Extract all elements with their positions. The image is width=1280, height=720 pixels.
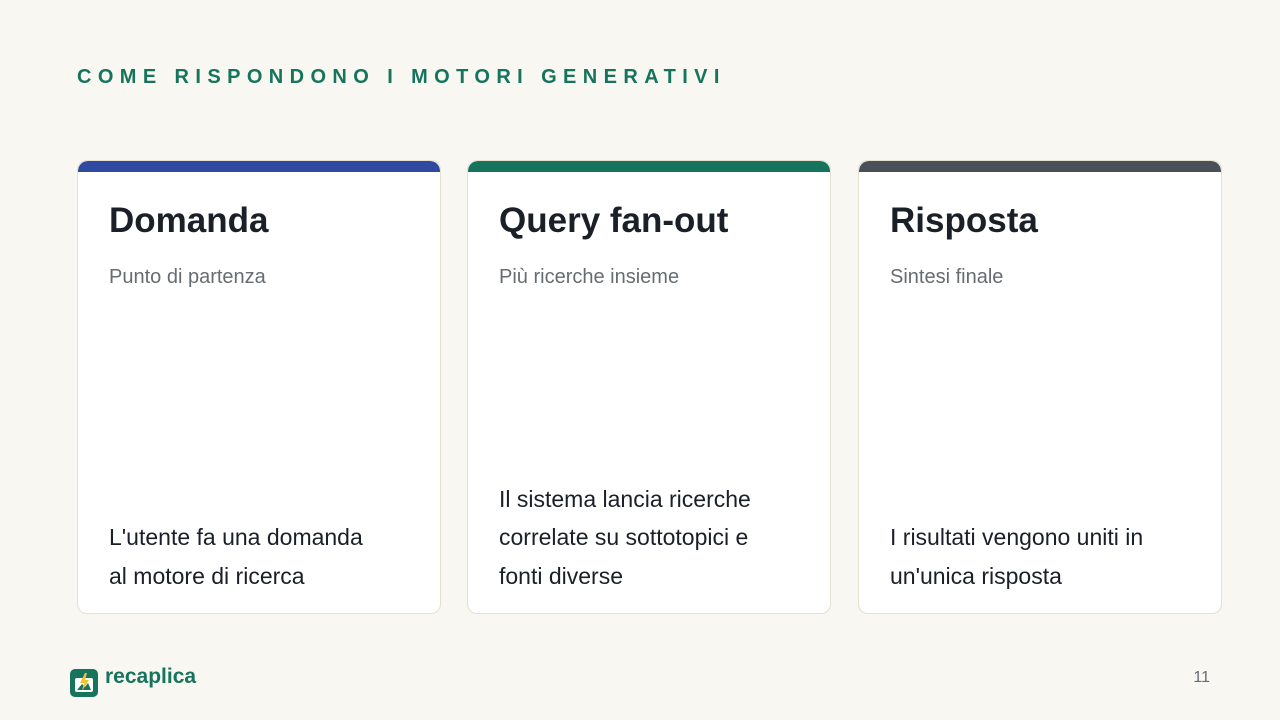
brand-logo: recaplica bbox=[70, 665, 196, 697]
card-body-line: Il sistema lancia ricerche bbox=[499, 485, 751, 512]
card-body: Il sistema lancia ricerche correlate su … bbox=[499, 480, 806, 596]
card-accent-bar bbox=[78, 161, 440, 172]
card-body-line: I risultati vengono uniti in bbox=[890, 524, 1144, 550]
card-body-line: L'utente fa una domanda bbox=[109, 524, 363, 550]
card-body: L'utente fa una domanda al motore di ric… bbox=[109, 518, 416, 595]
card-body-line: al motore di ricerca bbox=[109, 562, 305, 589]
card-query-fan-out: Query fan-out Più ricerche insieme Il si… bbox=[467, 160, 831, 614]
card-accent-bar bbox=[468, 161, 830, 172]
card-subtitle: Punto di partenza bbox=[109, 266, 266, 288]
card-subtitle: Più ricerche insieme bbox=[499, 266, 680, 288]
lightning-photo-icon bbox=[70, 669, 98, 697]
card-body: I risultati vengono uniti in un'unica ri… bbox=[890, 518, 1197, 595]
card-body-line: un'unica risposta bbox=[890, 562, 1062, 589]
card-title: Risposta bbox=[890, 201, 1038, 240]
slide-eyebrow-title: COME RISPONDONO I MOTORI GENERATIVI bbox=[77, 66, 726, 88]
card-risposta: Risposta Sintesi finale I risultati veng… bbox=[858, 160, 1222, 614]
card-title: Domanda bbox=[109, 201, 269, 240]
card-domanda: Domanda Punto di partenza L'utente fa un… bbox=[77, 160, 441, 614]
card-body-line: fonti diverse bbox=[499, 562, 624, 589]
card-accent-bar bbox=[859, 161, 1221, 172]
page-number: 11 bbox=[1193, 669, 1210, 686]
card-title: Query fan-out bbox=[499, 201, 729, 240]
card-subtitle: Sintesi finale bbox=[890, 266, 1004, 288]
card-body-line: correlate su sottotopici e bbox=[499, 524, 749, 550]
brand-name: recaplica bbox=[105, 665, 197, 688]
